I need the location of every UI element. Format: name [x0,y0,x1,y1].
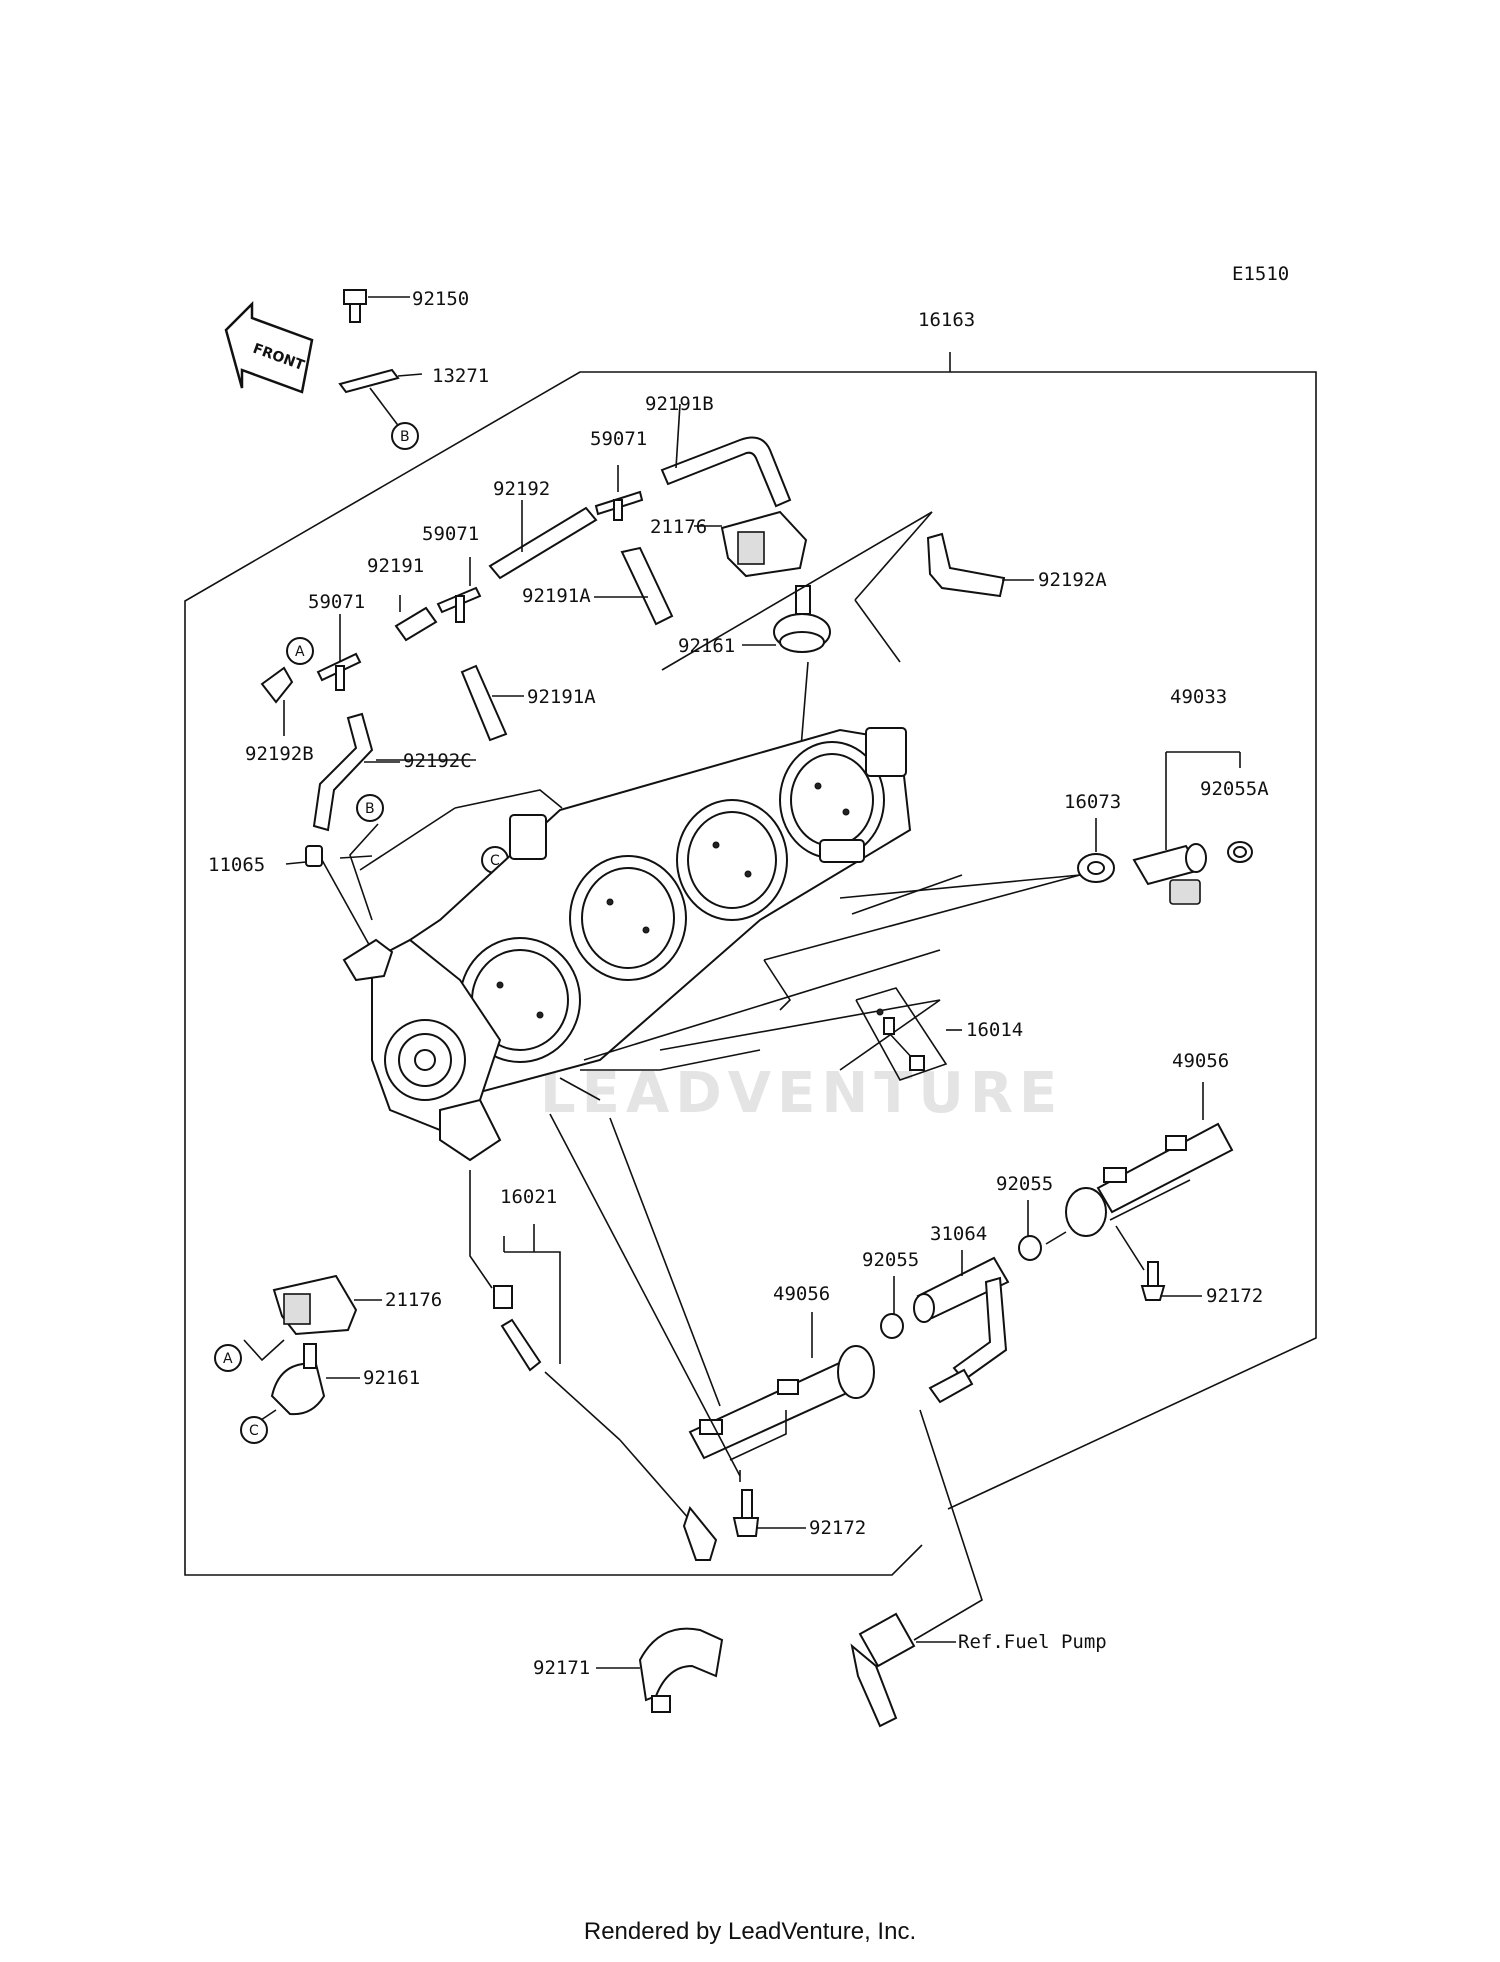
hose-92191[interactable] [394,606,438,642]
sensor-21176-bottom[interactable] [272,1274,358,1336]
o-ring-92055A[interactable] [1227,841,1253,863]
ref-marker-B-mid: B [356,794,384,822]
throttle-position-sensor[interactable] [342,938,394,982]
callout-92150: 92150 [412,288,469,310]
throttle-pulley[interactable] [371,938,502,1162]
watermark: LEADVENTURE [540,1061,1063,1126]
callout-92192A: 92192A [1038,569,1107,591]
ref-marker-A-bottom: A [214,1344,242,1372]
front-arrow-icon: FRONT [224,300,314,394]
svg-text:C: C [490,853,500,869]
screw-16014[interactable] [876,1008,925,1071]
callout-92191A-mid: 92191A [527,686,596,708]
assembly-frame [184,371,1317,1576]
o-ring-92055-right[interactable] [1018,1235,1042,1261]
fuel-pipe-31064[interactable] [913,1256,1010,1404]
sensor-11065[interactable] [305,845,323,867]
svg-text:A: A [295,644,305,660]
bolt-92172-right[interactable] [1140,1261,1166,1301]
callout-92161-bottom: 92161 [363,1367,420,1389]
svg-text:B: B [365,801,375,817]
throttle-bore-4[interactable] [779,741,885,859]
callout-92191A-top: 92191A [522,585,591,607]
bolt-92150[interactable] [343,289,367,323]
throttle-bore-1[interactable] [459,937,581,1063]
callout-92161-top: 92161 [678,635,735,657]
callout-92191: 92191 [367,555,424,577]
o-ring-92055-left[interactable] [880,1313,904,1339]
callout-59071-left: 59071 [308,591,365,613]
callout-21176-bottom: 21176 [385,1289,442,1311]
callout-13271: 13271 [432,365,489,387]
ref-marker-C-bottom: C [240,1416,268,1444]
fitting-59071-mid[interactable] [436,586,482,623]
svg-text:B: B [400,429,410,445]
callout-92172-right: 92172 [1206,1285,1263,1307]
callout-31064: 31064 [930,1223,987,1245]
callout-92055A: 92055A [1200,778,1269,800]
injector-49033[interactable] [1132,843,1207,905]
callout-49056-left: 49056 [773,1283,830,1305]
hose-92191B[interactable] [660,436,792,508]
throttle-bore-3[interactable] [676,799,788,921]
callout-16014: 16014 [966,1019,1023,1041]
callout-92055-left: 92055 [862,1249,919,1271]
svg-text:C: C [249,1423,259,1439]
callout-16073: 16073 [1064,791,1121,813]
hose-92192C[interactable] [312,712,374,832]
cap-92161-top[interactable] [773,585,831,653]
callout-49033: 49033 [1170,686,1227,708]
hose-92192A[interactable] [926,532,1006,598]
callout-ref-fuel-pump: Ref.Fuel Pump [958,1631,1107,1653]
footer-credit: Rendered by LeadVenture, Inc. [583,1918,917,1945]
ref-marker-A-top: A [286,637,314,665]
callout-49056-right: 49056 [1172,1050,1229,1072]
ref-marker-B-top: B [391,422,419,450]
sensor-21176-top[interactable] [720,510,808,578]
hose-92191A-top[interactable] [620,546,674,626]
screw-16021[interactable] [493,1285,718,1561]
fuel-rail-49056-right[interactable] [1065,1122,1234,1237]
callout-11065: 11065 [208,854,265,876]
callout-16163: 16163 [918,309,975,331]
callout-59071-top: 59071 [590,428,647,450]
svg-text:A: A [223,1351,233,1367]
fitting-59071-left[interactable] [316,652,362,691]
callout-92192C: 92192C [403,750,472,772]
bolt-92172-left[interactable] [732,1489,760,1537]
hose-92192[interactable] [488,506,598,580]
callout-92191B: 92191B [645,393,714,415]
cap-92161-bottom[interactable] [270,1343,326,1416]
callout-21176-top: 21176 [650,516,707,538]
cap-92192B[interactable] [260,666,294,704]
fuel-pump-connector[interactable] [850,1612,916,1728]
fuel-rail-49056-left[interactable] [688,1345,875,1460]
callout-92192B: 92192B [245,743,314,765]
callout-92171: 92171 [533,1657,590,1679]
seal-16073[interactable] [1077,853,1115,883]
callout-59071-mid: 59071 [422,523,479,545]
hose-92191A-mid[interactable] [460,664,508,742]
clamp-92171[interactable] [638,1627,724,1713]
throttle-body-assembly[interactable] [378,727,912,1101]
callout-92192: 92192 [493,478,550,500]
plate-13271[interactable] [338,368,400,394]
callout-92172-left: 92172 [809,1517,866,1539]
callout-92055-right: 92055 [996,1173,1053,1195]
diagram-code: E1510 [1232,263,1289,285]
fitting-59071-top[interactable] [594,490,644,521]
callout-16021: 16021 [500,1186,557,1208]
throttle-bore-2[interactable] [569,855,687,981]
